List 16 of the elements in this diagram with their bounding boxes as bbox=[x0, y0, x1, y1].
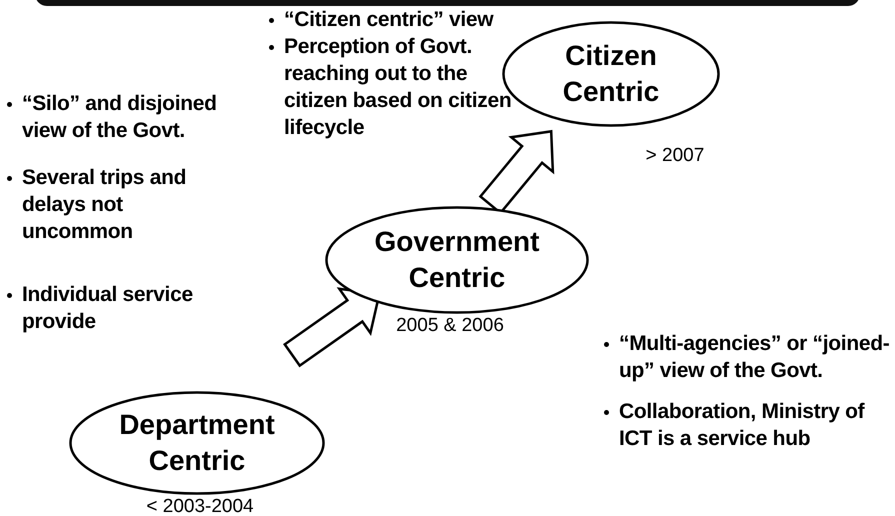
year-label: 2005 & 2006 bbox=[396, 316, 504, 335]
bullet-text: Collaboration, Ministry of ICT is a service hub bbox=[619, 400, 864, 450]
bullet-text: Perception of Govt. reaching out to the citizen based on citizen lifecycle bbox=[284, 35, 512, 139]
node-title: Government Centric bbox=[374, 224, 540, 295]
bullet-text: Individual service provide bbox=[22, 283, 193, 333]
bullet-text: “Silo” and disjoined view of the Govt. bbox=[22, 92, 217, 142]
node-title: Department Centric bbox=[118, 408, 276, 478]
ellipse-node bbox=[69, 391, 325, 495]
bullet-text: Several trips and delays not uncommon bbox=[22, 166, 186, 243]
node-title: Citizen Centric bbox=[562, 38, 660, 109]
year-label: < 2003-2004 bbox=[146, 497, 254, 516]
bullet-text: “Citizen centric” view bbox=[284, 8, 494, 31]
year-label: > 2007 bbox=[646, 146, 704, 165]
ellipse-node bbox=[325, 206, 589, 314]
block-arrow bbox=[283, 287, 381, 368]
bullet-text: “Multi-agencies” or “joined-up” view of the Govt. bbox=[619, 332, 890, 382]
